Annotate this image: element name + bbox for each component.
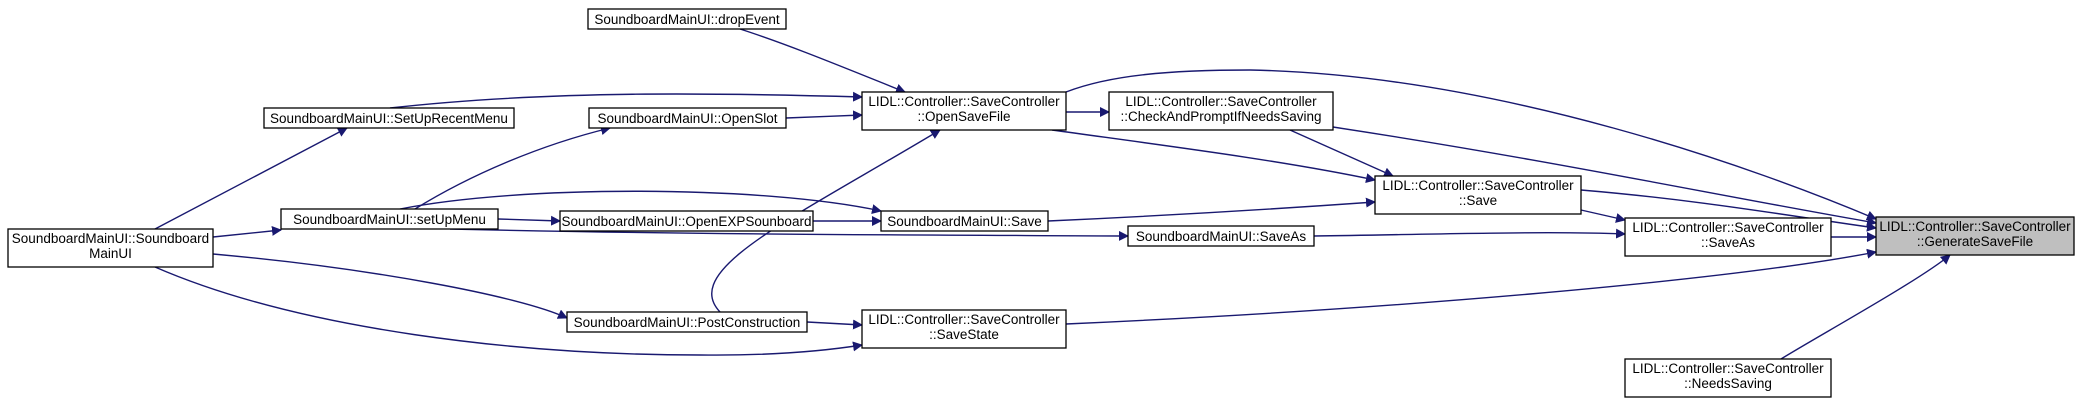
node-label: SoundboardMainUI::setUpMenu [293,212,486,227]
node-openslot[interactable]: SoundboardMainUI::OpenSlot [588,107,787,129]
node-generate[interactable]: LIDL::Controller::SaveController::Genera… [1875,216,2075,256]
edge-ctor-to-recentmenu [154,127,348,230]
node-box [1374,175,1582,215]
node-box [861,309,1067,349]
node-box [880,210,1049,232]
node-opensave[interactable]: LIDL::Controller::SaveController::OpenSa… [861,91,1067,131]
edge-ui_save-to-save_ctrl [1047,197,1376,222]
node-label: SoundboardMainUI::dropEvent [594,12,780,27]
node-label: ::SaveState [929,327,999,342]
edge-openslot-to-opensave [785,110,863,121]
edge-ui_saveas-to-saveas_ctrl [1313,228,1626,239]
node-box [1875,216,2075,256]
node-box [280,208,499,230]
node-label: SoundboardMainUI::OpenEXPSounboard [562,214,812,229]
edge-ctor-to-setupmenu [212,225,282,238]
node-setupmenu[interactable]: SoundboardMainUI::setUpMenu [280,208,499,230]
node-ui_saveas[interactable]: SoundboardMainUI::SaveAs [1127,225,1315,247]
node-box [559,210,814,232]
node-dropevent[interactable]: SoundboardMainUI::dropEvent [587,8,787,30]
node-label: LIDL::Controller::SaveController [868,312,1060,327]
edge-recentmenu-to-opensave [389,91,863,109]
node-save_ctrl[interactable]: LIDL::Controller::SaveController::Save [1374,175,1582,215]
nodes-layer: LIDL::Controller::SaveController::Genera… [7,8,2075,398]
node-box [1108,91,1334,131]
node-label: SoundboardMainUI::Soundboard [12,231,209,246]
node-box [1624,358,1832,398]
node-label: SoundboardMainUI::OpenSlot [597,111,777,126]
node-check[interactable]: LIDL::Controller::SaveController::CheckA… [1108,91,1334,131]
edge-opensave-to-generate [1065,69,1877,221]
node-needssaving[interactable]: LIDL::Controller::SaveController::NeedsS… [1624,358,1832,398]
edge-postcon-to-savestate [806,319,863,330]
node-label: LIDL::Controller::SaveController [1879,219,2071,234]
edge-ctor-to-postcon [212,253,568,319]
edge-savestate-to-generate [1065,248,1877,325]
node-box [588,107,787,129]
node-ui_save[interactable]: SoundboardMainUI::Save [880,210,1049,232]
edge-postcon-to-opensave [711,129,941,313]
edge-save_ctrl-to-generate [1580,189,1877,232]
node-saveas_ctrl[interactable]: LIDL::Controller::SaveController::SaveAs [1624,217,1832,257]
node-label: SoundboardMainUI::Save [887,214,1042,229]
node-label: LIDL::Controller::SaveController [1632,220,1824,235]
node-box [566,311,808,333]
node-postcon[interactable]: SoundboardMainUI::PostConstruction [566,311,808,333]
node-label: LIDL::Controller::SaveController [1632,361,1824,376]
edges-layer [154,28,1951,360]
node-recentmenu[interactable]: SoundboardMainUI::SetUpRecentMenu [263,107,515,129]
node-box [861,91,1067,131]
node-label: ::GenerateSaveFile [1917,234,2033,249]
node-label: ::Save [1459,193,1497,208]
node-box [1624,217,1832,257]
node-label: SoundboardMainUI::SetUpRecentMenu [270,111,508,126]
node-label: LIDL::Controller::SaveController [1125,94,1317,109]
node-label: LIDL::Controller::SaveController [868,94,1060,109]
edge-dropevent-to-opensave [739,28,906,94]
edge-save_ctrl-to-saveas_ctrl [1580,209,1626,223]
node-savestate[interactable]: LIDL::Controller::SaveController::SaveSt… [861,309,1067,349]
node-box [587,8,787,30]
node-box [263,107,515,129]
node-label: MainUI [89,246,132,261]
edge-opensave-to-save_ctrl [1051,129,1376,184]
node-label: ::CheckAndPromptIfNeedsSaving [1120,109,1321,124]
edge-setupmenu-to-ui_save [399,190,882,215]
edge-setupmenu-to-openexp [497,215,561,226]
node-label: SoundboardMainUI::PostConstruction [574,315,801,330]
edge-check-to-generate [1332,126,1877,227]
node-box [1127,225,1315,247]
node-openexp[interactable]: SoundboardMainUI::OpenEXPSounboard [559,210,814,232]
edge-setupmenu-to-openslot [414,125,611,210]
edge-needssaving-to-generate [1780,254,1951,360]
edge-ctor-to-savestate [154,266,863,356]
node-ctor[interactable]: SoundboardMainUI::SoundboardMainUI [7,228,214,268]
node-label: SoundboardMainUI::SaveAs [1136,229,1307,244]
node-label: ::NeedsSaving [1684,376,1772,391]
node-box [7,228,214,268]
node-label: LIDL::Controller::SaveController [1382,178,1574,193]
node-label: ::OpenSaveFile [917,109,1010,124]
node-label: ::SaveAs [1701,235,1755,250]
edge-check-to-save_ctrl [1289,129,1394,177]
edge-setupmenu-to-ui_saveas [449,228,1129,241]
